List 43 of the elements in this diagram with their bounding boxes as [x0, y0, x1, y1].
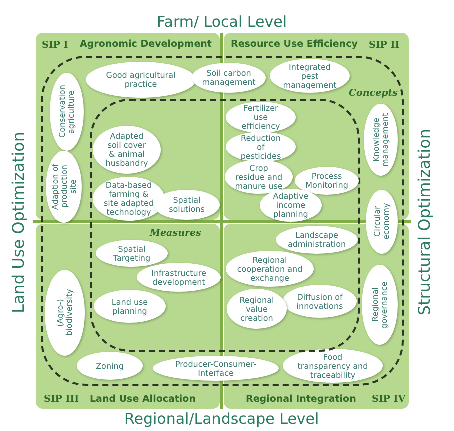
term-label: Zoning	[96, 362, 124, 370]
region-heading: Measures	[150, 228, 202, 240]
term-label: Crop residue and manure use	[234, 164, 284, 190]
term-label: Landscape administration	[286, 231, 348, 249]
term-label: Circular economy	[373, 202, 391, 242]
term-label: Regional governance	[371, 280, 389, 331]
term-label: Soil carbon management	[201, 69, 257, 87]
term-label: Adapted soil cover & animal husbandry	[104, 132, 150, 168]
quadrant-heading: Land Use Allocation	[90, 394, 196, 406]
term-label: Conservation agriculture	[58, 84, 76, 140]
axis-label: Land Use Optimization	[10, 132, 28, 313]
axis-label: Regional/Landscape Level	[124, 410, 320, 428]
term-label: Knowledge management	[372, 112, 390, 168]
sip-label: SIP IV	[372, 394, 406, 406]
region-heading: Concepts	[349, 88, 398, 100]
term-label: Reduction of pesticides	[240, 134, 282, 160]
quadrant-heading: Agronomic Development	[80, 39, 212, 51]
sip-label: SIP I	[42, 40, 68, 52]
term-label: Good agricultural practice	[105, 71, 177, 89]
term-label: Producer-Consumer-Interface	[174, 360, 258, 378]
term-label: Integrated pest management	[282, 62, 338, 90]
term-label: Land use planning	[110, 298, 150, 316]
quadrant-heading: Regional Integration	[246, 394, 356, 406]
term-label: Spatial Targeting	[112, 244, 152, 262]
quadrant-heading: Resource Use Efficiency	[231, 39, 358, 51]
dashed-boundary	[90, 99, 360, 352]
axis-label: Structural Optimization	[416, 128, 434, 316]
term-label: Process Monitoring	[304, 172, 350, 190]
term-label: Adaption of production site	[50, 162, 78, 212]
term-label: Fertilizer use efficiency	[240, 104, 282, 131]
term-label: Data-based farming & site adapted technology	[102, 181, 156, 217]
dashed-boundary	[41, 56, 404, 386]
term-label: Regional value creation	[238, 296, 276, 322]
term-label: Regional cooperation and exchange	[237, 256, 303, 282]
axis-label: Farm/ Local Level	[157, 13, 288, 31]
term-label: Diffusion of innovations	[296, 292, 344, 310]
term-label: Infrastructure development	[150, 268, 208, 286]
sip-label: SIP III	[44, 394, 80, 406]
term-label: (Agro-) biodiversity	[56, 288, 74, 338]
term-label: Adaptive income planning	[272, 192, 310, 219]
term-label: Food transparency and traceability	[296, 352, 370, 380]
term-label: Spatial solutions	[168, 196, 206, 214]
sip-label: SIP II	[369, 40, 400, 52]
